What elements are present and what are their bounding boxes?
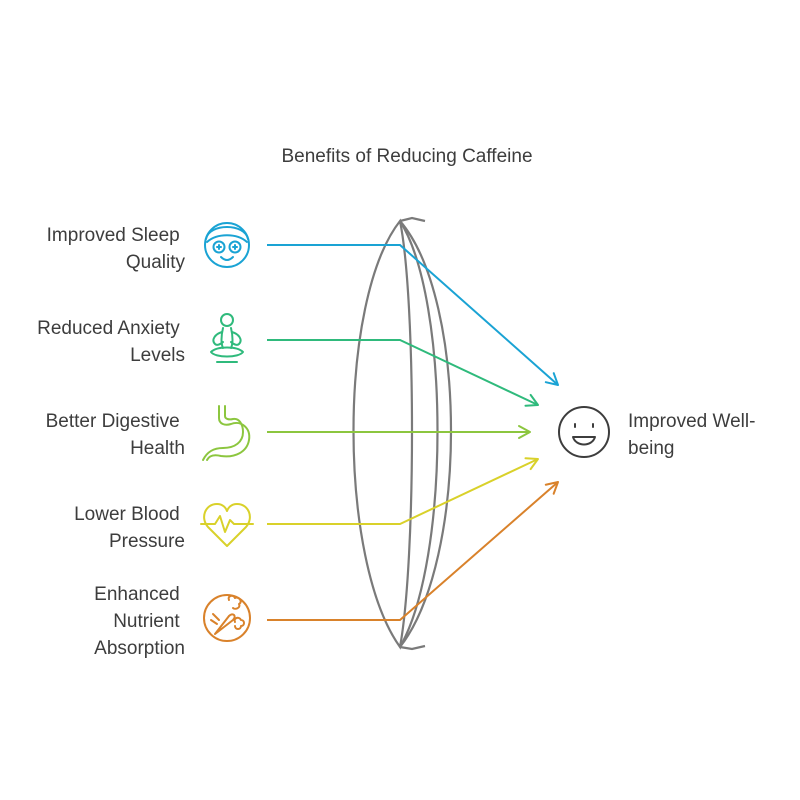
outcome-label-line: Improved Well- xyxy=(628,411,755,432)
benefit-label-line: Levels xyxy=(130,345,185,366)
benefit-label-line: Health xyxy=(130,438,185,459)
heart-pulse-icon xyxy=(200,503,254,547)
lens-edge-bottom xyxy=(399,644,426,651)
benefit-item: Reduced Anxiety Levels xyxy=(37,313,244,366)
benefit-label: Improved Sleep Quality xyxy=(47,225,186,273)
outcome-label-line: being xyxy=(628,438,675,459)
stomach-icon xyxy=(202,405,251,461)
diagram-title: Benefits of Reducing Caffeine xyxy=(281,146,532,167)
benefit-label-line: Improved Sleep xyxy=(47,225,180,246)
connector-arrowhead xyxy=(544,481,559,495)
smiley-face-icon xyxy=(558,406,610,458)
sleep-mask-face-icon xyxy=(204,222,250,268)
meditation-icon xyxy=(210,313,244,363)
outcome-item: Improved Well- being xyxy=(558,406,761,459)
benefit-item: Improved Sleep Quality xyxy=(47,222,250,273)
benefit-label: Better Digestive Health xyxy=(46,411,185,459)
benefit-label: Lower Blood Pressure xyxy=(74,504,185,552)
connector-line xyxy=(267,481,559,621)
connector-line xyxy=(267,458,539,525)
vegetables-icon xyxy=(203,594,251,642)
benefit-label-line: Reduced Anxiety xyxy=(37,318,180,339)
benefit-label: Enhanced Nutrient Absorption xyxy=(94,584,185,659)
benefit-label: Reduced Anxiety Levels xyxy=(37,318,185,366)
benefit-label-line: Enhanced xyxy=(94,584,180,605)
connector-arrowhead xyxy=(524,457,539,471)
connectors xyxy=(267,244,559,621)
benefit-label-line: Quality xyxy=(126,252,186,273)
benefit-label-line: Nutrient xyxy=(113,611,180,632)
benefit-label-line: Pressure xyxy=(109,531,185,552)
connector-line xyxy=(267,244,559,386)
benefit-item: Enhanced Nutrient Absorption xyxy=(94,584,251,659)
connector-arrowhead xyxy=(524,393,539,407)
benefit-item: Lower Blood Pressure xyxy=(74,503,254,552)
benefit-label-line: Lower Blood xyxy=(74,504,180,525)
connector-arrowhead xyxy=(518,425,531,439)
connector-arrowhead xyxy=(544,372,559,386)
connector-line xyxy=(267,339,539,406)
lens-front xyxy=(352,218,414,650)
benefit-label-line: Absorption xyxy=(94,638,185,659)
benefit-label-line: Better Digestive xyxy=(46,411,180,432)
lens-edge-top xyxy=(399,216,426,223)
benefit-item: Better Digestive Health xyxy=(46,405,251,461)
lens xyxy=(352,216,453,651)
outcome-label: Improved Well- being xyxy=(628,411,761,459)
